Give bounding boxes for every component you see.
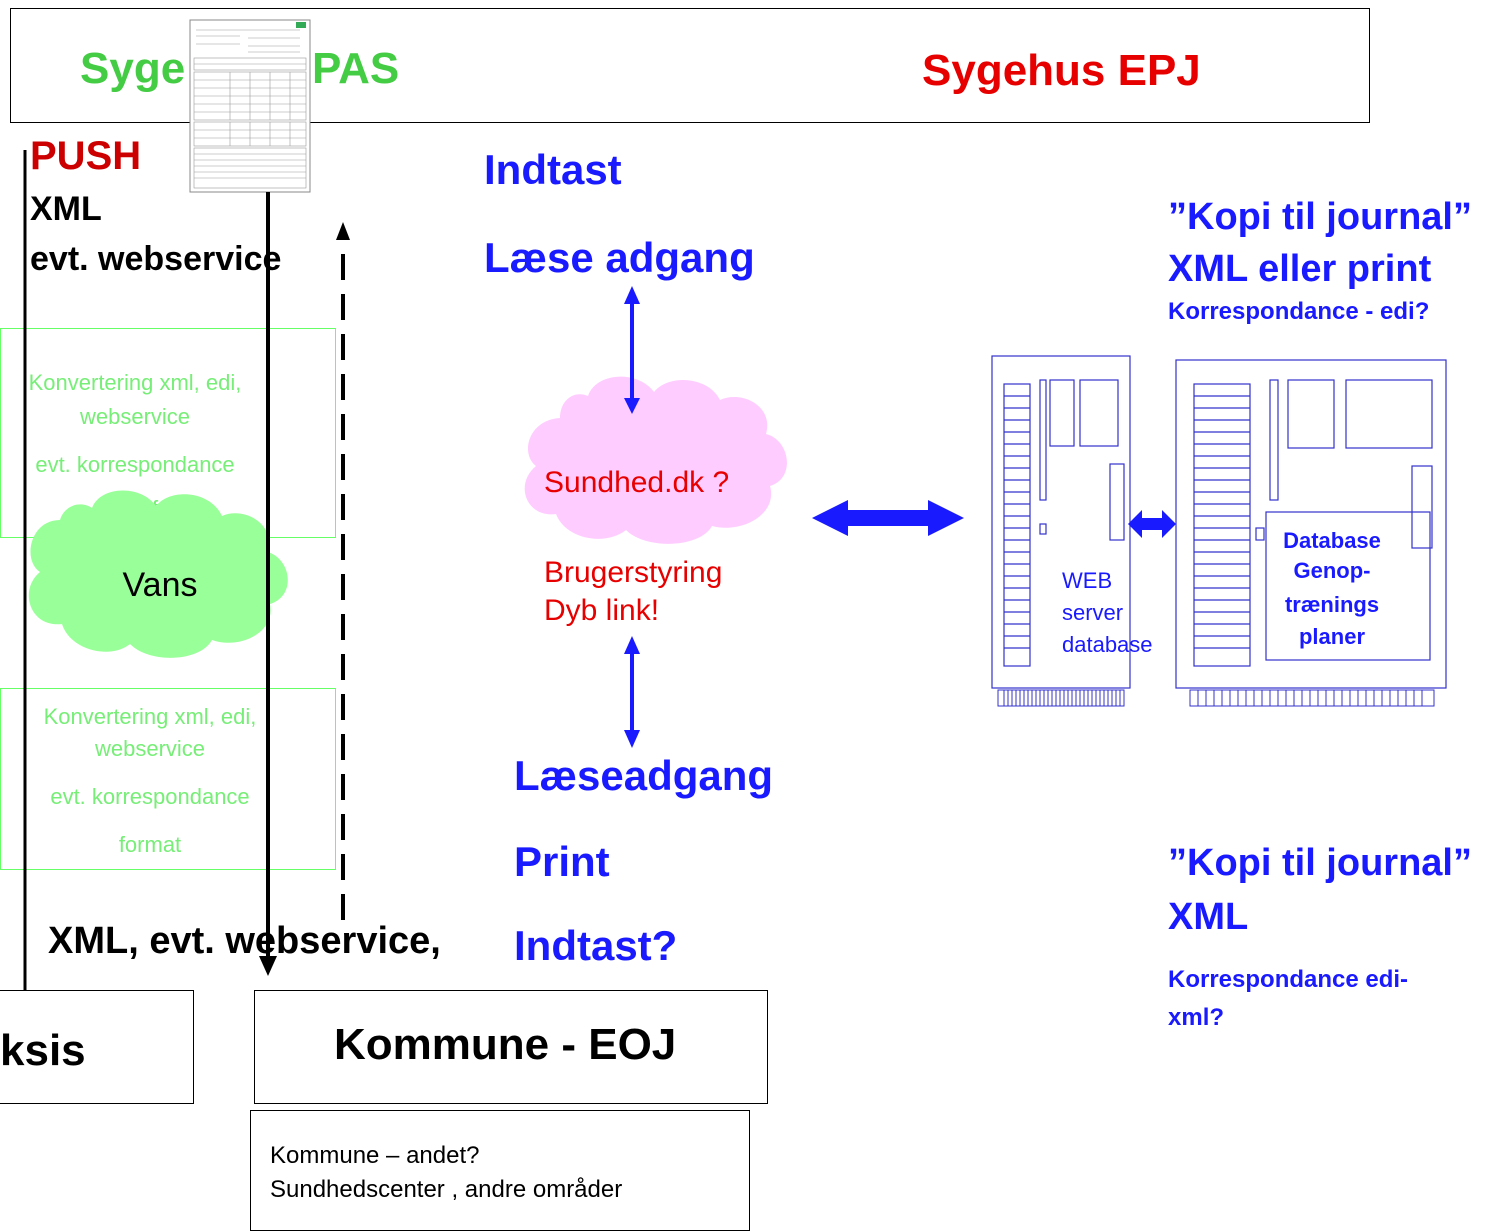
- conversion-bottom-line1: Konvertering xml, edi,: [43, 704, 257, 729]
- korrespondance-edi-top: Korrespondance - edi?: [1168, 298, 1430, 325]
- indtast-question-label: Indtast?: [514, 922, 678, 969]
- web-server-line3: database: [1062, 632, 1153, 657]
- conversion-top-line2: webservice: [79, 404, 191, 429]
- sygehus-epj-title: Sygehus EPJ: [922, 46, 1201, 95]
- xml-webservice-label: XML, evt. webservice,: [48, 920, 441, 962]
- brugerstyring-label: Brugerstyring: [544, 556, 723, 589]
- kommune-andet-line2: Sundhedscenter , andre områder: [270, 1176, 623, 1203]
- conversion-bottom-box: [0, 688, 336, 870]
- xml-question-bottom: xml?: [1168, 1004, 1225, 1031]
- kopi-journal-bottom: ”Kopi til journal”: [1168, 842, 1472, 884]
- dashed-return-arrow: [336, 222, 350, 920]
- database-line4: planer: [1298, 624, 1366, 649]
- laese-adgang-arrow: [624, 286, 640, 414]
- conversion-top-line3: evt. korrespondance: [35, 452, 235, 477]
- conversion-bottom-line4: format: [118, 832, 182, 857]
- indtast-label: Indtast: [484, 146, 622, 193]
- database-server-icon: [1175, 359, 1447, 707]
- sygehus-pas-title-start: Syge: [80, 44, 186, 93]
- sundhed-cloud: [524, 376, 787, 544]
- vans-label: Vans: [122, 566, 198, 604]
- vans-cloud: [28, 490, 288, 658]
- conversion-bottom-line2: webservice: [94, 736, 206, 761]
- pas-to-eoj-arrow: [259, 192, 277, 976]
- kommune-andet-box: [250, 1110, 750, 1231]
- database-line3: trænings: [1284, 592, 1380, 617]
- conversion-top-line1: Konvertering xml, edi,: [28, 370, 242, 395]
- xml-bottom: XML: [1168, 896, 1249, 938]
- laese-adgang-label: Læse adgang: [484, 234, 755, 281]
- cloud-server-arrow: [812, 500, 964, 536]
- sundhed-label: Sundhed.dk ?: [544, 466, 730, 499]
- korrespondance-edi-bottom: Korrespondance edi-: [1168, 966, 1409, 993]
- kopi-journal-top: ”Kopi til journal”: [1168, 196, 1472, 238]
- web-server-icon: [991, 355, 1131, 707]
- web-server-line1: WEB: [1062, 568, 1113, 593]
- kommune-andet-line1: Kommune – andet?: [270, 1142, 480, 1169]
- kommune-eoj-label: Kommune - EOJ: [334, 1020, 677, 1069]
- web-server-line2: server: [1062, 600, 1124, 625]
- xml-label: XML: [30, 190, 102, 228]
- praksis-box: [0, 990, 194, 1104]
- webservice-label: evt. webservice: [30, 240, 282, 278]
- laeseadgang-arrow: [624, 636, 640, 748]
- kommune-eoj-box: [254, 990, 768, 1104]
- print-label: Print: [514, 838, 610, 885]
- database-line2: Genop-: [1293, 558, 1371, 583]
- server-link-arrow: [1128, 510, 1176, 538]
- xml-eller-print: XML eller print: [1168, 248, 1432, 290]
- praksis-label: ksis: [0, 1026, 86, 1075]
- database-line1: Database: [1283, 528, 1381, 553]
- sygehus-pas-title-end: PAS: [312, 44, 400, 93]
- laeseadgang-label: Læseadgang: [514, 752, 774, 799]
- conversion-bottom-line3: evt. korrespondance: [50, 784, 250, 809]
- dyb-link-label: Dyb link!: [544, 594, 660, 627]
- push-label: PUSH: [30, 134, 142, 178]
